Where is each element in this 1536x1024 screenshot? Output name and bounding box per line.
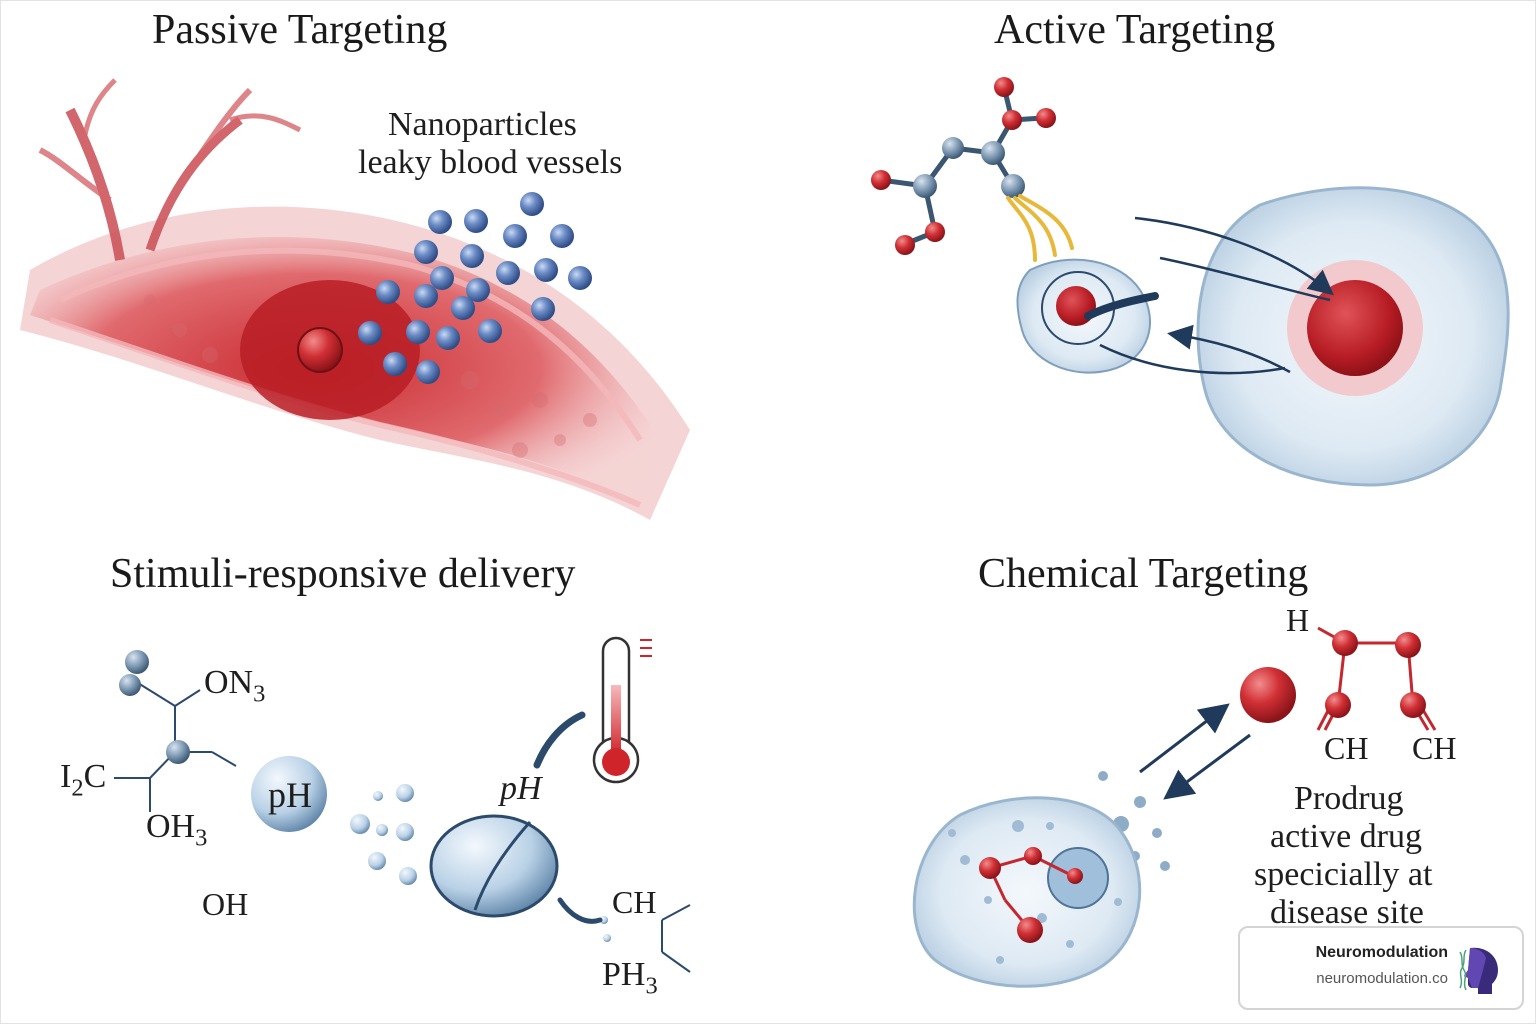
nanoparticle xyxy=(520,192,544,216)
oh-label: OH xyxy=(202,886,249,922)
ch-label: CH xyxy=(612,884,657,920)
ch-right-label: CH xyxy=(1412,730,1457,766)
nanoparticle xyxy=(534,258,558,282)
disease-site-caption: disease site xyxy=(1270,894,1424,931)
panel-title-stimuli: Stimuli-responsive delivery xyxy=(110,551,576,597)
on3-label: ON3 xyxy=(204,664,266,708)
nanoparticle xyxy=(464,209,488,233)
i2c-label: I2C xyxy=(60,758,107,802)
nanoparticle xyxy=(430,266,454,290)
nanoparticle xyxy=(451,296,475,320)
phosphine-bonds xyxy=(661,904,691,973)
brain-logo-icon xyxy=(1459,947,1498,994)
exchange-arrows xyxy=(1139,703,1251,800)
ph3-label: PH3 xyxy=(602,956,658,1000)
ch-left-label: CH xyxy=(1324,730,1369,766)
ph-bubble-label: pH xyxy=(268,775,312,815)
drug-capsule xyxy=(429,814,603,924)
leaky-vessels-caption: leaky blood vessels xyxy=(358,144,623,181)
atom xyxy=(125,650,149,674)
binding-arrows xyxy=(1099,216,1334,375)
nanoparticle xyxy=(460,244,484,268)
nanoparticle-cluster xyxy=(358,192,592,384)
ph-stimulus-label: pH xyxy=(500,770,542,807)
atom xyxy=(166,740,190,764)
nanoparticle xyxy=(414,284,438,308)
nanoparticles-caption: Nanoparticles xyxy=(388,106,577,143)
blood-vessel xyxy=(20,78,690,520)
large-target-cell xyxy=(1196,186,1510,487)
atom xyxy=(119,674,141,696)
active-drug-sphere xyxy=(1240,667,1296,723)
nanoparticle xyxy=(503,224,527,248)
badge-url: neuromodulation.co xyxy=(1316,970,1448,987)
hydrogen-label: H xyxy=(1286,602,1310,638)
nanoparticle xyxy=(406,320,430,344)
ph-bubble xyxy=(251,756,327,832)
prodrug-caption: Prodrug xyxy=(1294,780,1404,817)
disease-cell xyxy=(912,796,1142,988)
nanoparticle xyxy=(550,224,574,248)
panel-title-passive: Passive Targeting xyxy=(152,7,448,53)
oh3-label: OH3 xyxy=(146,808,208,852)
panel-title-active: Active Targeting xyxy=(994,7,1276,53)
targeting-ligand-molecule xyxy=(871,77,1074,262)
nanoparticle xyxy=(466,278,490,302)
stimulus-arc xyxy=(533,711,586,769)
nanoparticle xyxy=(376,280,400,304)
nanoparticle xyxy=(414,240,438,264)
nanoparticle xyxy=(383,352,407,376)
badge-name: Neuromodulation xyxy=(1315,944,1448,961)
specifically-caption: specicially at xyxy=(1254,856,1433,893)
nanoparticle xyxy=(436,326,460,350)
panel-title-chemical: Chemical Targeting xyxy=(978,551,1309,597)
nanoparticle xyxy=(568,266,592,290)
active-drug-caption: active drug xyxy=(1270,818,1422,855)
released-particles xyxy=(350,784,611,942)
small-target-cell xyxy=(1016,258,1159,374)
nanoparticle xyxy=(428,210,452,234)
watermark-badge[interactable]: Neuromodulation neuromodulation.co xyxy=(1238,926,1524,1010)
nanoparticle xyxy=(496,261,520,285)
nanoparticle xyxy=(478,319,502,343)
nanoparticle xyxy=(531,297,555,321)
prodrug-molecule xyxy=(1316,626,1437,731)
nanoparticle xyxy=(416,360,440,384)
thermometer-icon xyxy=(592,636,652,784)
nanoparticle xyxy=(358,321,382,345)
